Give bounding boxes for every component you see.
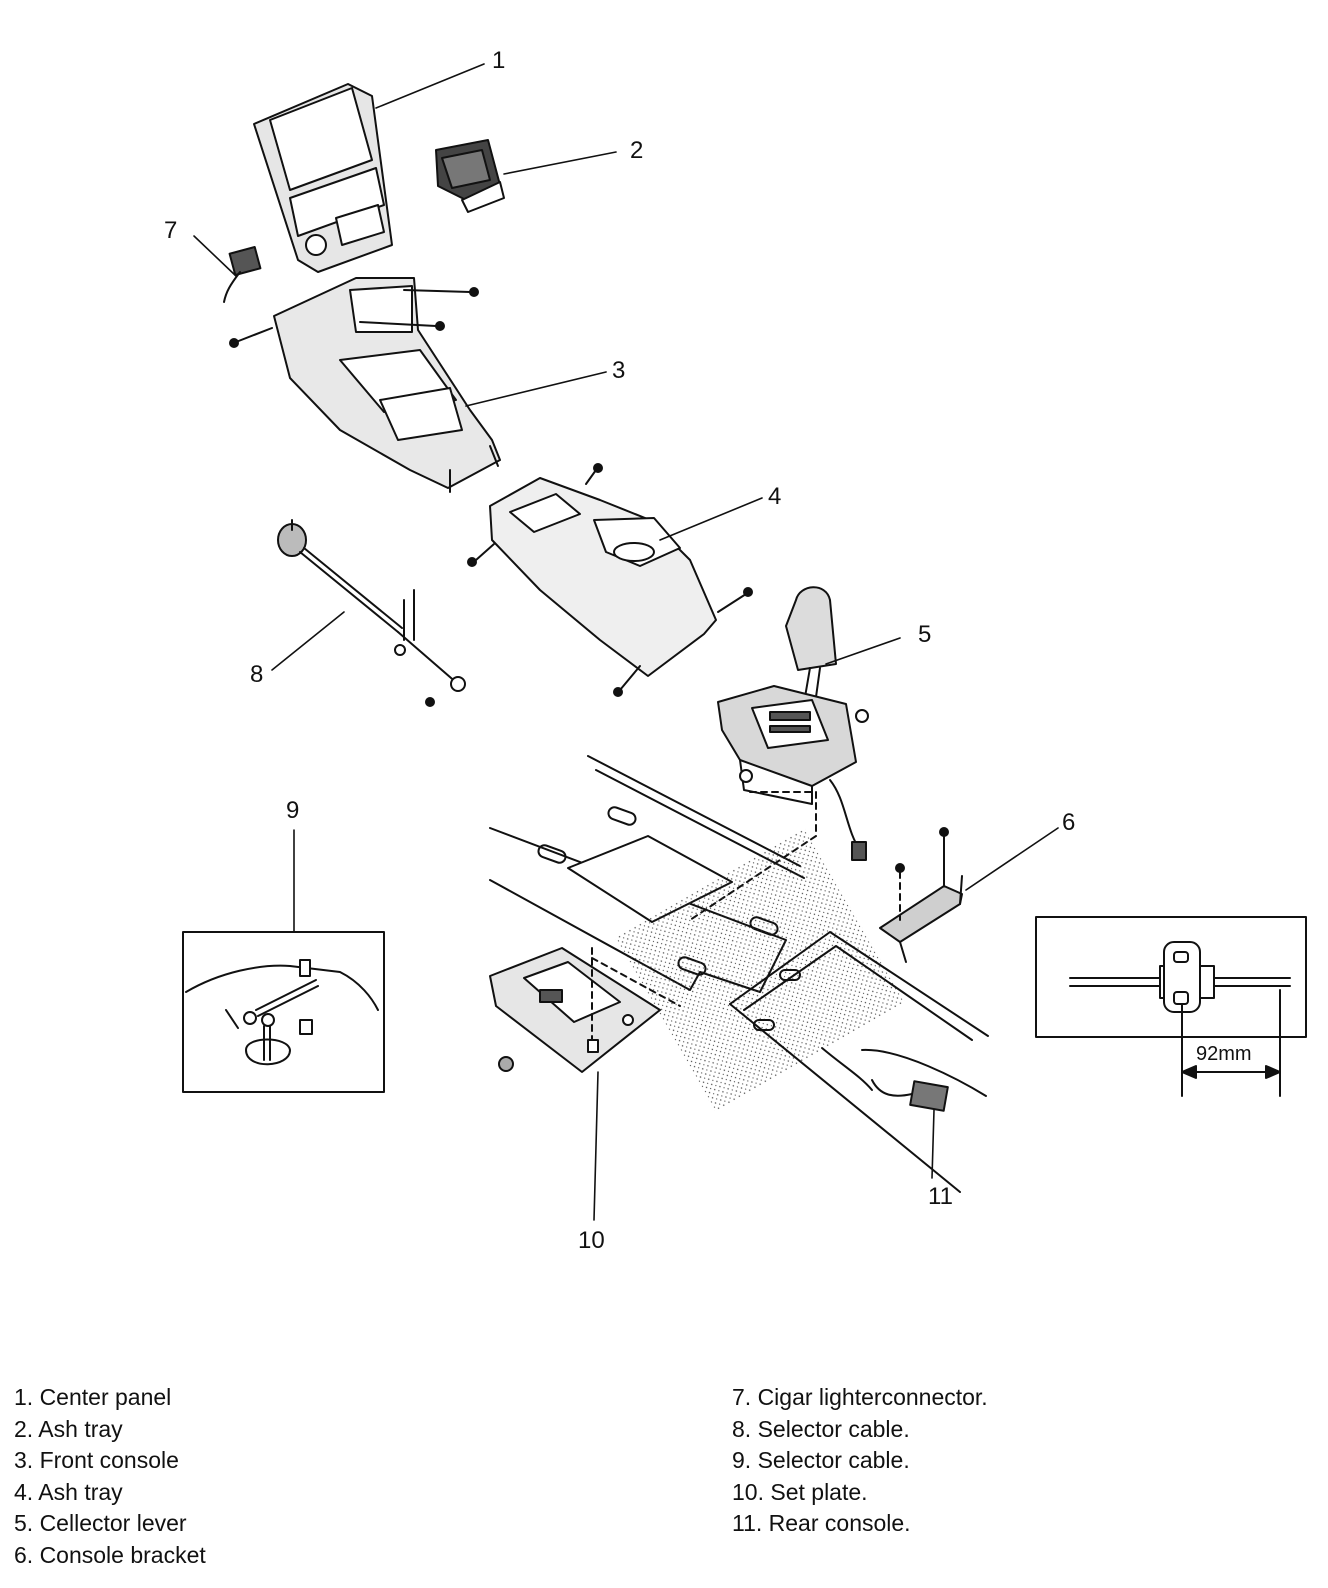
legend-item: 9. Selector cable. [732, 1447, 910, 1473]
callout-9: 9 [286, 797, 299, 824]
legend-item: 8. Selector cable. [732, 1415, 910, 1442]
inset-box-selector-cable [182, 931, 385, 1093]
legend-left: 1. Center panel 2. Ash tray 3. Front con… [14, 1382, 206, 1571]
callout-4: 4 [768, 483, 781, 510]
console-bracket-part [879, 827, 963, 963]
console-exploded-diagram: 1 2 3 4 5 6 7 8 9 10 11 92mm [164, 47, 1307, 1254]
legend-item: 5. Cellector lever [14, 1510, 187, 1536]
callout-10: 10 [578, 1227, 605, 1254]
ash-tray-part [435, 139, 505, 213]
legend-item: 4. Ash tray [14, 1478, 123, 1505]
rear-console-connector-part [871, 1079, 949, 1112]
selector-cable-part [277, 519, 466, 707]
callout-6: 6 [1062, 809, 1075, 836]
console-box-part [467, 463, 753, 697]
floor-panel [489, 755, 989, 1193]
legend-item: 3. Front console [14, 1447, 179, 1473]
callout-numbers: 1 2 3 4 5 6 7 8 9 10 11 92mm [164, 47, 1252, 1254]
dimension-label: 92mm [1196, 1043, 1252, 1065]
legend-item: 2. Ash tray [14, 1415, 123, 1442]
legend-item: 11. Rear console. [732, 1510, 911, 1536]
center-panel-part [253, 83, 393, 273]
legend-item: 7. Cigar lighterconnector. [732, 1384, 988, 1410]
callout-5: 5 [918, 621, 931, 648]
leader-lines [193, 63, 1059, 1221]
cigar-lighter-connector-part [223, 246, 262, 303]
set-plate-part [489, 947, 681, 1073]
legend-item: 1. Center panel [14, 1384, 172, 1410]
callout-11: 11 [928, 1183, 953, 1210]
callout-1: 1 [492, 47, 505, 74]
callout-8: 8 [250, 661, 263, 688]
legend-item: 10. Set plate. [732, 1478, 868, 1505]
callout-3: 3 [612, 357, 625, 384]
callout-7: 7 [164, 217, 177, 244]
legend-right: 7. Cigar lighterconnector. 8. Selector c… [732, 1382, 988, 1540]
callout-2: 2 [630, 137, 643, 164]
front-console-part [229, 277, 501, 493]
legend-item: 6. Console bracket [14, 1541, 206, 1568]
selector-lever-part [689, 586, 869, 921]
inset-box-dimension [1035, 916, 1307, 1097]
